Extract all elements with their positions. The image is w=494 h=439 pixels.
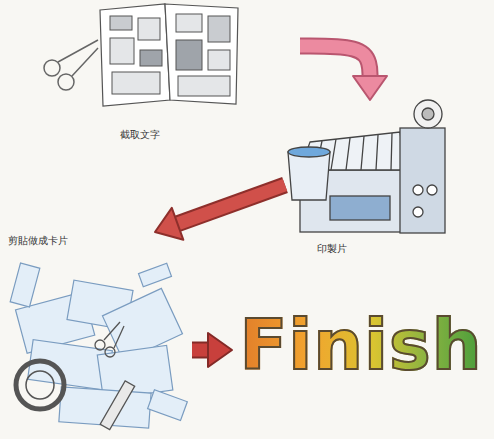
newspaper-step: 截取文字 bbox=[90, 2, 300, 152]
scissor-handle bbox=[105, 347, 115, 357]
card bbox=[10, 263, 40, 307]
card bbox=[139, 263, 172, 286]
article-block bbox=[110, 38, 134, 64]
article-block bbox=[140, 50, 162, 66]
step-label: 印製片 bbox=[317, 242, 347, 256]
arrow-outline bbox=[178, 185, 285, 224]
scissor-blade bbox=[104, 322, 124, 348]
block-arrow bbox=[192, 333, 232, 367]
card bbox=[148, 390, 188, 421]
article-block bbox=[138, 18, 160, 40]
arrow-head bbox=[155, 208, 183, 240]
arrow-outline bbox=[192, 342, 208, 359]
block-arrow bbox=[300, 46, 387, 100]
copier-step: 印製片 bbox=[285, 100, 455, 260]
cut-cards bbox=[10, 263, 187, 428]
copier-tower bbox=[400, 128, 445, 233]
article-block bbox=[110, 16, 132, 30]
arrow-head bbox=[353, 76, 387, 100]
newspaper bbox=[100, 4, 238, 106]
scissor-blade bbox=[58, 40, 98, 76]
step-label: 剪貼做成卡片 bbox=[8, 234, 68, 248]
paper-bin bbox=[288, 152, 330, 200]
article-block bbox=[208, 16, 230, 42]
glue-stick bbox=[100, 381, 135, 430]
paper-bin-top bbox=[288, 147, 330, 157]
copier-knob bbox=[427, 185, 437, 195]
finish-title: Finish bbox=[232, 290, 490, 400]
arrow-shaft bbox=[178, 185, 285, 224]
arrow-shaft bbox=[192, 344, 208, 357]
scissor-handle bbox=[95, 340, 105, 350]
article-block bbox=[112, 72, 160, 94]
article-block bbox=[176, 14, 202, 32]
tape-roll bbox=[16, 361, 64, 409]
tape-core bbox=[26, 371, 54, 399]
scissors bbox=[44, 40, 98, 90]
newspaper-page bbox=[100, 4, 170, 106]
copier-dial bbox=[414, 100, 442, 128]
tools bbox=[16, 322, 135, 430]
block-arrow bbox=[155, 185, 285, 240]
article-block bbox=[178, 76, 230, 96]
arrow-shaft bbox=[300, 46, 370, 76]
arrow-head bbox=[208, 333, 232, 367]
scissor-handle bbox=[58, 74, 74, 90]
copier-knob bbox=[413, 207, 423, 217]
step-label: 截取文字 bbox=[120, 128, 160, 142]
article-block bbox=[176, 40, 202, 70]
article-block bbox=[208, 50, 230, 70]
copier-tray bbox=[330, 196, 390, 220]
copier-dial bbox=[422, 108, 434, 120]
collage-step: 剪貼做成卡片 bbox=[0, 232, 192, 437]
arrow-outline bbox=[300, 46, 370, 76]
finish-node: Finish bbox=[232, 290, 490, 400]
copier-knob bbox=[413, 185, 423, 195]
photocopier bbox=[288, 100, 445, 233]
newspaper-page bbox=[165, 4, 238, 104]
scissor-handle bbox=[44, 60, 60, 76]
